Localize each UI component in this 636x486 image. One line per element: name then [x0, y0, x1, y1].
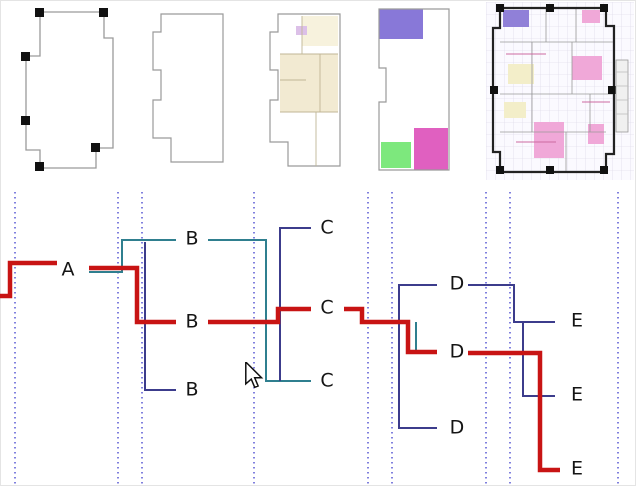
plan5-interior-walls [500, 8, 614, 172]
floorplan-5-detailed [486, 2, 634, 180]
tree-node-D1[interactable]: D [449, 272, 465, 295]
tree-node-D3[interactable]: D [449, 416, 465, 439]
plan3-lilac-mark [296, 26, 307, 35]
floorplan-4-zoning [378, 8, 450, 171]
plan3-interior-walls [280, 16, 338, 166]
tree-edge-main-B2-C2 [208, 306, 311, 325]
floorplan-1-structure [21, 8, 114, 171]
tree-node-C1[interactable]: C [320, 216, 334, 239]
tree-node-C2[interactable]: C [320, 296, 334, 319]
plan2-outline [152, 13, 224, 163]
plan4-outline [378, 8, 450, 171]
plan4-purple-zone [379, 9, 423, 39]
tree-node-E3[interactable]: E [570, 457, 584, 480]
tree-edge-main-D2-E3 [468, 350, 560, 473]
mouse-cursor-icon [245, 362, 264, 388]
tree-edge-branch-B1-C3 [208, 239, 311, 382]
tree-node-C3[interactable]: C [320, 369, 334, 392]
plan5-pink-zone-bottom [534, 122, 564, 158]
plan5-column-markers [490, 4, 616, 174]
tree-edge-branch-B3 [144, 242, 176, 391]
plan5-accent-walls [506, 53, 610, 143]
tree-edge-branch-E1-E2 [522, 322, 555, 397]
tree-edge-branch-C1 [279, 227, 311, 381]
floorplan-3-partitions [269, 13, 341, 167]
plan5-purple-zone [503, 10, 529, 27]
plan5-pink-zone-right [572, 56, 602, 80]
plan3-cream-zone [280, 54, 338, 112]
tree-node-A[interactable]: A [61, 258, 75, 281]
plan1-column-markers [21, 8, 108, 171]
tree-node-B2[interactable]: B [185, 310, 199, 333]
tree-edge-main-A-B2 [89, 265, 176, 325]
floorplan-2-outline [152, 13, 224, 163]
plan4-green-zone [381, 142, 411, 168]
plan5-pink-zone-low-right [588, 124, 604, 144]
tree-edge-main-C2-D2 [344, 306, 437, 355]
plan5-side-annex [615, 59, 629, 133]
tree-edge-main-entry [0, 260, 57, 299]
plan3-yellow-zone [302, 16, 338, 46]
plan5-pink-zone-top [582, 10, 600, 23]
plan5-yellow-zone-left [508, 64, 534, 84]
tree-edge-branch-D1-D3 [398, 284, 437, 429]
plan4-magenta-zone [414, 128, 448, 170]
plan5-yellow-zone-low [504, 102, 526, 118]
tree-edge-branch-D1-E1 [468, 284, 555, 323]
tree-node-E2[interactable]: E [570, 383, 584, 406]
tree-edge-branch-A-B1 [89, 239, 176, 273]
tree-node-B1[interactable]: B [185, 227, 199, 250]
tree-node-D2[interactable]: D [449, 340, 465, 363]
tree-node-B3[interactable]: B [185, 378, 199, 401]
tree-node-E1[interactable]: E [570, 309, 584, 332]
